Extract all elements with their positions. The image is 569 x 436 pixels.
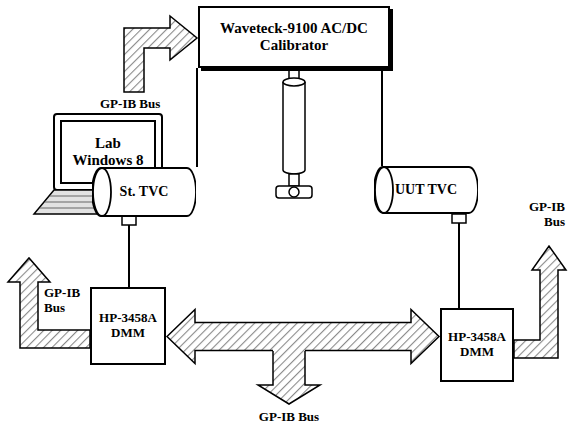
tee-connector [289, 174, 299, 186]
cylinder-body [374, 167, 478, 213]
dmm-box: HP-3458A DMM [440, 308, 514, 382]
coax-connector [458, 214, 460, 308]
tee-connector [276, 186, 312, 198]
bus-arrow [514, 246, 566, 358]
cylinder-end [93, 168, 111, 216]
node-text: Waveteck-9100 AC/DC Calibrator [205, 20, 383, 55]
cylinder-body [92, 168, 196, 216]
bus-arrow [8, 258, 90, 348]
node-text: St. TVC [120, 184, 169, 200]
node-text: HP-3458A DMM [97, 311, 159, 341]
cylinder-end [375, 167, 393, 213]
cable-cylinder [283, 82, 305, 174]
coax-connector [196, 68, 198, 167]
node-text: HP-3458A DMM [447, 330, 507, 360]
calibrator-box: Waveteck-9100 AC/DC Calibrator [198, 6, 390, 68]
tvc-output-connector [452, 214, 466, 223]
cable-cylinder [283, 78, 305, 86]
dmm-box: HP-3458A DMM [90, 287, 166, 365]
tee-connector [289, 187, 299, 197]
bus-label: GP-IB Bus [249, 410, 329, 425]
coax-connector [128, 217, 130, 287]
tvc-cylinder: UUT TVC [374, 166, 478, 214]
bus-label: GP-IB Bus [44, 286, 88, 316]
node-text: UUT TVC [395, 182, 457, 198]
bus-arrow [124, 16, 197, 92]
tvc-output-connector [122, 216, 136, 225]
bus-arrow-branch [258, 347, 320, 404]
coax-connector [381, 68, 383, 166]
bus-label: GP-IB Bus [521, 200, 565, 230]
bus-label: GP-IB Bus [100, 97, 180, 112]
tvc-cylinder: St. TVC [92, 167, 196, 217]
bus-arrow-branch [258, 351, 320, 404]
node-text: Lab Windows 8 [67, 135, 149, 170]
